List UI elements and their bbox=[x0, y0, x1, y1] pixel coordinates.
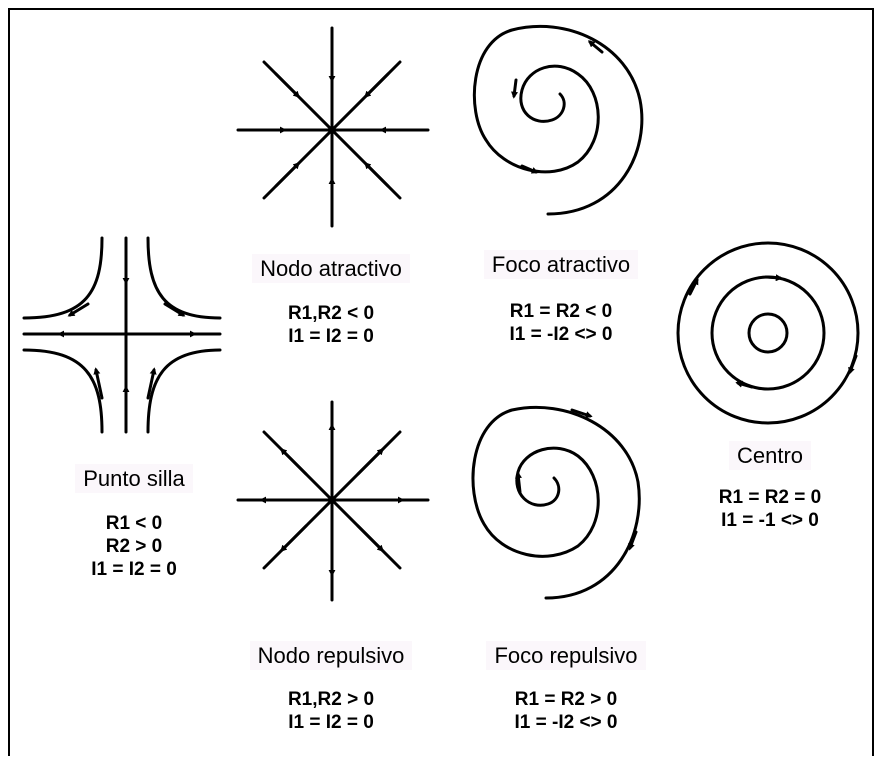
attractive-focus-label: Foco atractivo bbox=[456, 250, 666, 279]
saddle-hyperbola-arrow-tr bbox=[163, 302, 186, 317]
center-conditions: R1 = R2 = 0 I1 = -1 <> 0 bbox=[718, 487, 822, 531]
attractive-node-label: Nodo atractivo bbox=[226, 254, 436, 283]
saddle-label: Punto silla bbox=[54, 464, 214, 493]
saddle-hyperbola-arrow-tl bbox=[67, 302, 90, 317]
saddle-hyperbola-bottom-right bbox=[146, 348, 222, 434]
repulsive-node-portrait bbox=[236, 400, 430, 602]
saddle-hyperbola-top-right bbox=[146, 236, 222, 320]
saddle-hyperbola-arrow-bl bbox=[93, 367, 104, 400]
saddle-portrait bbox=[22, 236, 222, 434]
repulsive-focus-portrait bbox=[471, 405, 641, 600]
figure-frame bbox=[8, 8, 874, 756]
saddle-hyperbola-bottom-left bbox=[22, 348, 104, 434]
repulsive-node-conditions: R1,R2 > 0 I1 = I2 = 0 bbox=[287, 689, 375, 733]
repulsive-focus-conditions: R1 = R2 > 0 I1 = -I2 <> 0 bbox=[514, 689, 618, 733]
attractive-focus-conditions: R1 = R2 < 0 I1 = -I2 <> 0 bbox=[509, 301, 613, 345]
repulsive-focus-label: Foco repulsivo bbox=[456, 641, 676, 670]
center-label: Centro bbox=[700, 441, 840, 470]
repulsive-node-label: Nodo repulsivo bbox=[226, 641, 436, 670]
attractive-focus-portrait bbox=[472, 25, 644, 216]
saddle-conditions: R1 < 0 R2 > 0 I1 = I2 = 0 bbox=[91, 513, 177, 580]
saddle-hyperbola-top-left bbox=[22, 236, 104, 320]
attractive-node-conditions: R1,R2 < 0 I1 = I2 = 0 bbox=[287, 303, 375, 347]
saddle-hyperbola-arrow-br bbox=[146, 367, 157, 400]
center-portrait bbox=[676, 241, 860, 425]
attractive-node-portrait bbox=[236, 26, 430, 228]
